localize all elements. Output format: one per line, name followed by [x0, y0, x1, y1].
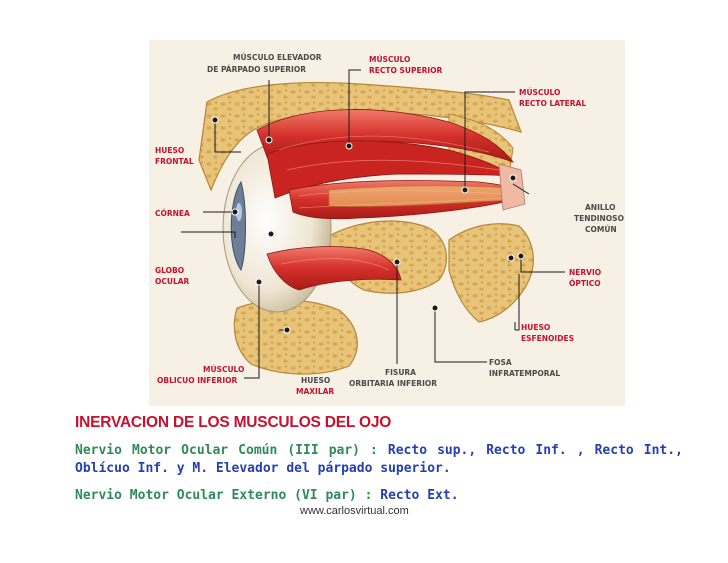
- label-frontal-bone-line2: FRONTAL: [155, 157, 194, 166]
- label-optic-nerve-line2: ÓPTICO: [569, 279, 601, 288]
- label-infratemporal-line1: FOSA: [489, 358, 512, 367]
- label-infratemporal: FOSA INFRATEMPORAL: [489, 358, 560, 378]
- word: par): [328, 443, 360, 458]
- leader-lines: [181, 69, 565, 379]
- label-lateral-rectus-line2: RECTO LATERAL: [519, 99, 586, 108]
- word: Ocular: [181, 443, 229, 458]
- word: ,: [576, 443, 585, 458]
- label-annulus-line2: TENDINOSO: [574, 214, 624, 223]
- label-annulus-line3: COMÚN: [585, 225, 617, 234]
- cornea-highlight: [236, 203, 242, 221]
- label-infratemporal-line2: INFRATEMPORAL: [489, 369, 560, 378]
- label-annulus: ANILLO TENDINOSO COMÚN: [574, 203, 624, 234]
- label-cornea-line1: CÓRNEA: [155, 209, 190, 218]
- word: Recto: [486, 443, 526, 458]
- word: (III: [287, 443, 319, 458]
- label-eyeball: GLOBO OCULAR: [155, 266, 190, 286]
- muscle-name: Recto Ext.: [380, 488, 459, 503]
- label-superior-rectus-line2: RECTO SUPERIOR: [369, 66, 443, 75]
- label-levator: MÚSCULO ELEVADOR DE PÁRPADO SUPERIOR: [207, 53, 322, 74]
- word: Int.,: [643, 443, 683, 458]
- maxilla-bone: [233, 299, 358, 375]
- watermark-url: www.carlosvirtual.com: [300, 505, 409, 517]
- label-lateral-rectus: MÚSCULO RECTO LATERAL: [519, 88, 586, 108]
- label-eyeball-line1: GLOBO: [155, 266, 184, 275]
- label-sphenoid: HUESO ESFENOIDES: [521, 323, 574, 343]
- word: Recto: [387, 443, 428, 458]
- word: sup.,: [437, 443, 477, 458]
- word: Inf.: [535, 443, 567, 458]
- cornea: [230, 180, 246, 272]
- inferior-oblique-muscle: [266, 246, 402, 291]
- separator: :: [356, 488, 381, 503]
- label-levator-line2: DE PÁRPADO SUPERIOR: [207, 65, 306, 74]
- caption-line-3: Nervio Motor Ocular Externo (VI par) : R…: [75, 487, 459, 505]
- label-inferior-oblique-line2: OBLICUO INFERIOR: [157, 376, 237, 385]
- caption-title: INERVACION DE LOS MUSCULOS DEL OJO: [75, 414, 392, 431]
- label-orbital-fissure-line2: ORBITARIA INFERIOR: [349, 379, 437, 388]
- word: Recto: [594, 443, 634, 458]
- label-sphenoid-line2: ESFENOIDES: [521, 334, 574, 343]
- caption-line-2: Oblícuo Inf. y M. Elevador del párpado s…: [75, 461, 451, 476]
- label-maxilla-line1: HUESO: [301, 376, 330, 385]
- label-lateral-rectus-line1: MÚSCULO: [519, 88, 560, 97]
- caption-line-1: Nervio Motor Ocular Común (III par) : Re…: [75, 442, 683, 460]
- label-levator-line1: MÚSCULO ELEVADOR: [233, 53, 322, 62]
- label-optic-nerve: NERVIO ÓPTICO: [569, 268, 601, 288]
- label-inferior-oblique-line1: MÚSCULO: [203, 365, 244, 374]
- sphenoid-bone: [448, 223, 534, 323]
- word: Común: [238, 443, 278, 458]
- label-superior-rectus: MÚSCULO RECTO SUPERIOR: [369, 55, 443, 75]
- label-maxilla-line2: MAXILAR: [296, 387, 334, 396]
- label-cornea: CÓRNEA: [155, 209, 190, 218]
- label-inferior-oblique: MÚSCULO OBLICUO INFERIOR: [157, 365, 244, 385]
- word: Motor: [132, 443, 172, 458]
- label-dots: [211, 116, 525, 334]
- label-frontal-bone: HUESO FRONTAL: [155, 146, 194, 166]
- label-frontal-bone-line1: HUESO: [155, 146, 184, 155]
- label-maxilla: HUESO MAXILAR: [296, 376, 334, 396]
- label-sphenoid-line1: HUESO: [521, 323, 550, 332]
- word: :: [370, 443, 378, 458]
- eye-anatomy-diagram: MÚSCULO ELEVADOR DE PÁRPADO SUPERIOR MÚS…: [149, 40, 625, 406]
- label-annulus-line1: ANILLO: [585, 203, 616, 212]
- annulus-of-zinn: [498, 163, 526, 211]
- nerve-name: Nervio Motor Ocular Externo (VI par): [75, 488, 357, 503]
- label-superior-rectus-line1: MÚSCULO: [369, 55, 410, 64]
- label-eyeball-line2: OCULAR: [155, 277, 190, 286]
- label-optic-nerve-line1: NERVIO: [569, 268, 601, 277]
- label-orbital-fissure-line1: FISURA: [385, 368, 416, 377]
- label-orbital-fissure: FISURA ORBITARIA INFERIOR: [349, 368, 437, 388]
- word: Nervio: [75, 443, 122, 458]
